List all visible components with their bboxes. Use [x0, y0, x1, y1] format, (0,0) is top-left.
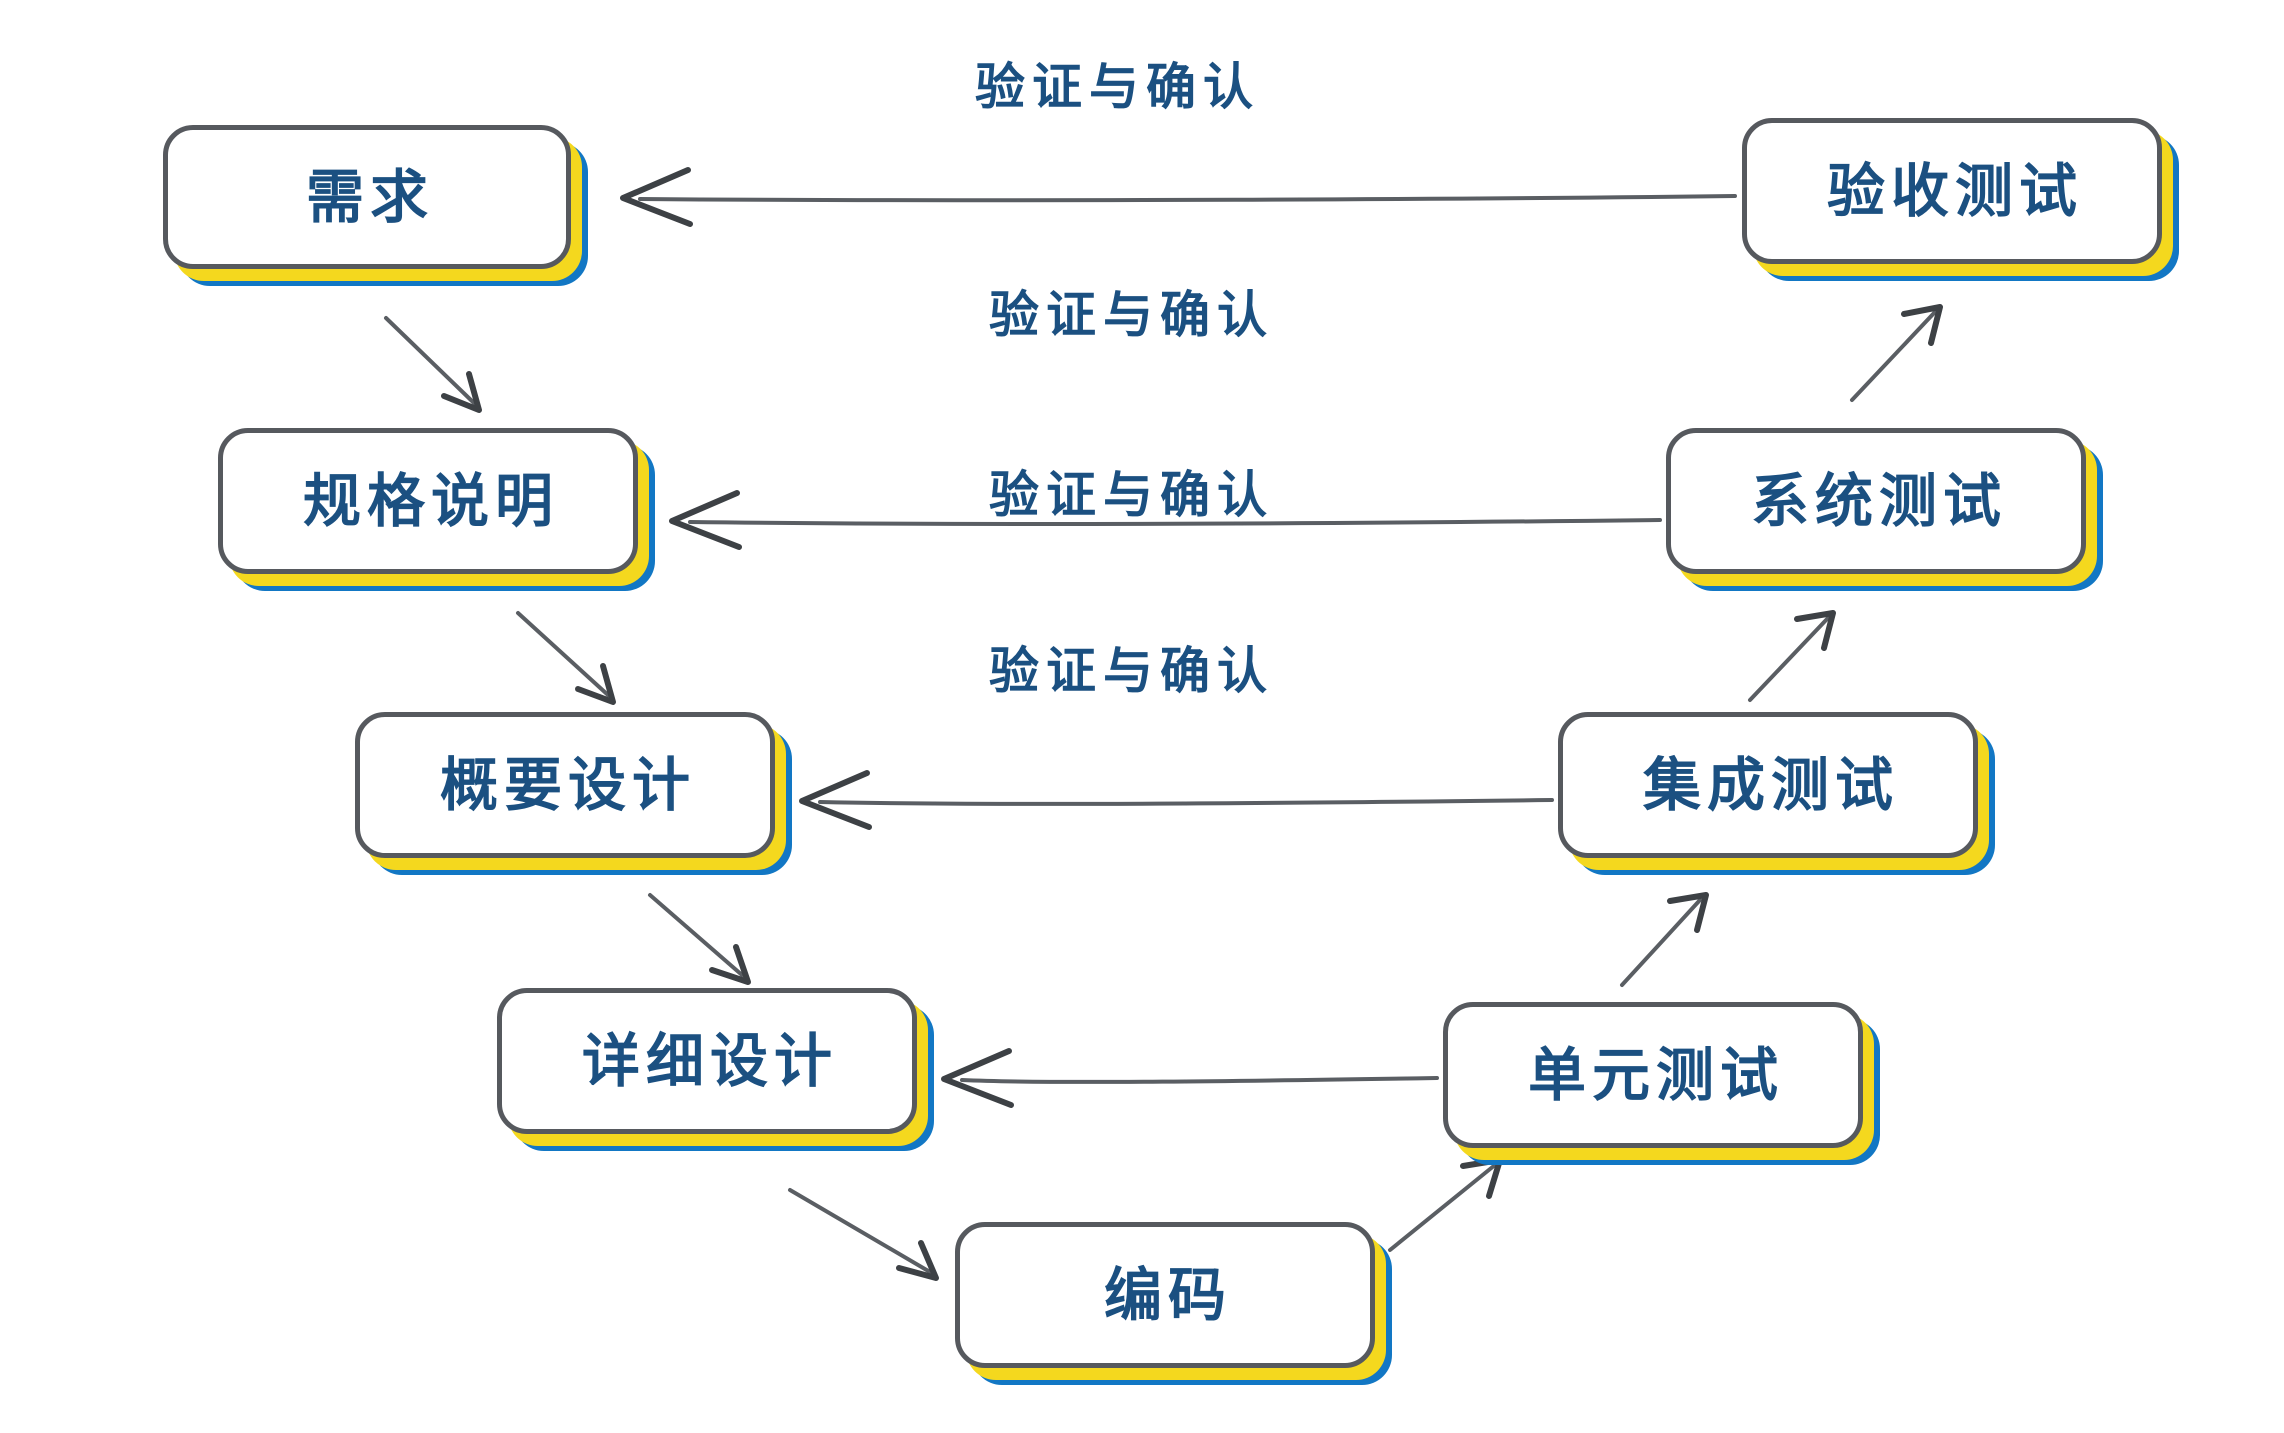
arrow-integration-to-system-test	[1748, 610, 1836, 702]
node-face	[1666, 428, 2086, 574]
node-label-integration-test: 集成测试	[1642, 751, 1899, 819]
node-face	[955, 1222, 1375, 1368]
arrow-requirements-to-specification	[384, 316, 482, 413]
node-integration-test[interactable]: 集成测试	[1558, 712, 1995, 875]
node-label-acceptance-test: 验收测试	[1826, 157, 2083, 225]
node-coding[interactable]: 编码	[955, 1222, 1392, 1385]
node-label-coding: 编码	[1103, 1261, 1232, 1329]
node-outline-design[interactable]: 概要设计	[355, 712, 792, 875]
node-label-specification: 规格说明	[302, 467, 559, 535]
node-face	[218, 428, 638, 574]
arrow-coding-to-unit-test	[1388, 1157, 1503, 1252]
node-requirements[interactable]: 需求	[163, 125, 588, 286]
arrow-unit-to-integration-test	[1620, 892, 1709, 987]
node-label-unit-test: 单元测试	[1527, 1041, 1784, 1109]
node-face	[1558, 712, 1978, 858]
arrow-unit-to-detailed-design	[941, 1048, 1439, 1108]
arrow-integration-to-outline-design	[799, 770, 1554, 830]
node-face	[163, 125, 571, 269]
node-face	[1742, 118, 2162, 264]
arrow-acceptance-to-requirements	[620, 167, 1737, 227]
node-label-outline-design: 概要设计	[439, 751, 696, 819]
node-specification[interactable]: 规格说明	[218, 428, 655, 591]
arrow-outline-to-detailed-design	[648, 893, 751, 985]
vv-label-2: 验证与确认	[989, 286, 1274, 344]
node-label-system-test: 系统测试	[1750, 467, 2007, 535]
node-label-detailed-design: 详细设计	[581, 1027, 838, 1095]
node-face	[497, 988, 917, 1134]
arrow-detailed-design-to-coding	[788, 1188, 939, 1281]
vv-label-1: 验证与确认	[975, 58, 1260, 116]
arrow-specification-to-outline-design	[516, 611, 616, 705]
arrow-system-to-acceptance-test	[1850, 304, 1943, 402]
node-detailed-design[interactable]: 详细设计	[497, 988, 934, 1151]
node-unit-test[interactable]: 单元测试	[1443, 1002, 1880, 1165]
node-label-requirements: 需求	[305, 163, 434, 231]
node-face	[1443, 1002, 1863, 1148]
node-face	[355, 712, 775, 858]
node-system-test[interactable]: 系统测试	[1666, 428, 2103, 591]
vv-label-3: 验证与确认	[989, 466, 1274, 524]
vv-label-4: 验证与确认	[989, 642, 1274, 700]
node-acceptance-test[interactable]: 验收测试	[1742, 118, 2179, 281]
